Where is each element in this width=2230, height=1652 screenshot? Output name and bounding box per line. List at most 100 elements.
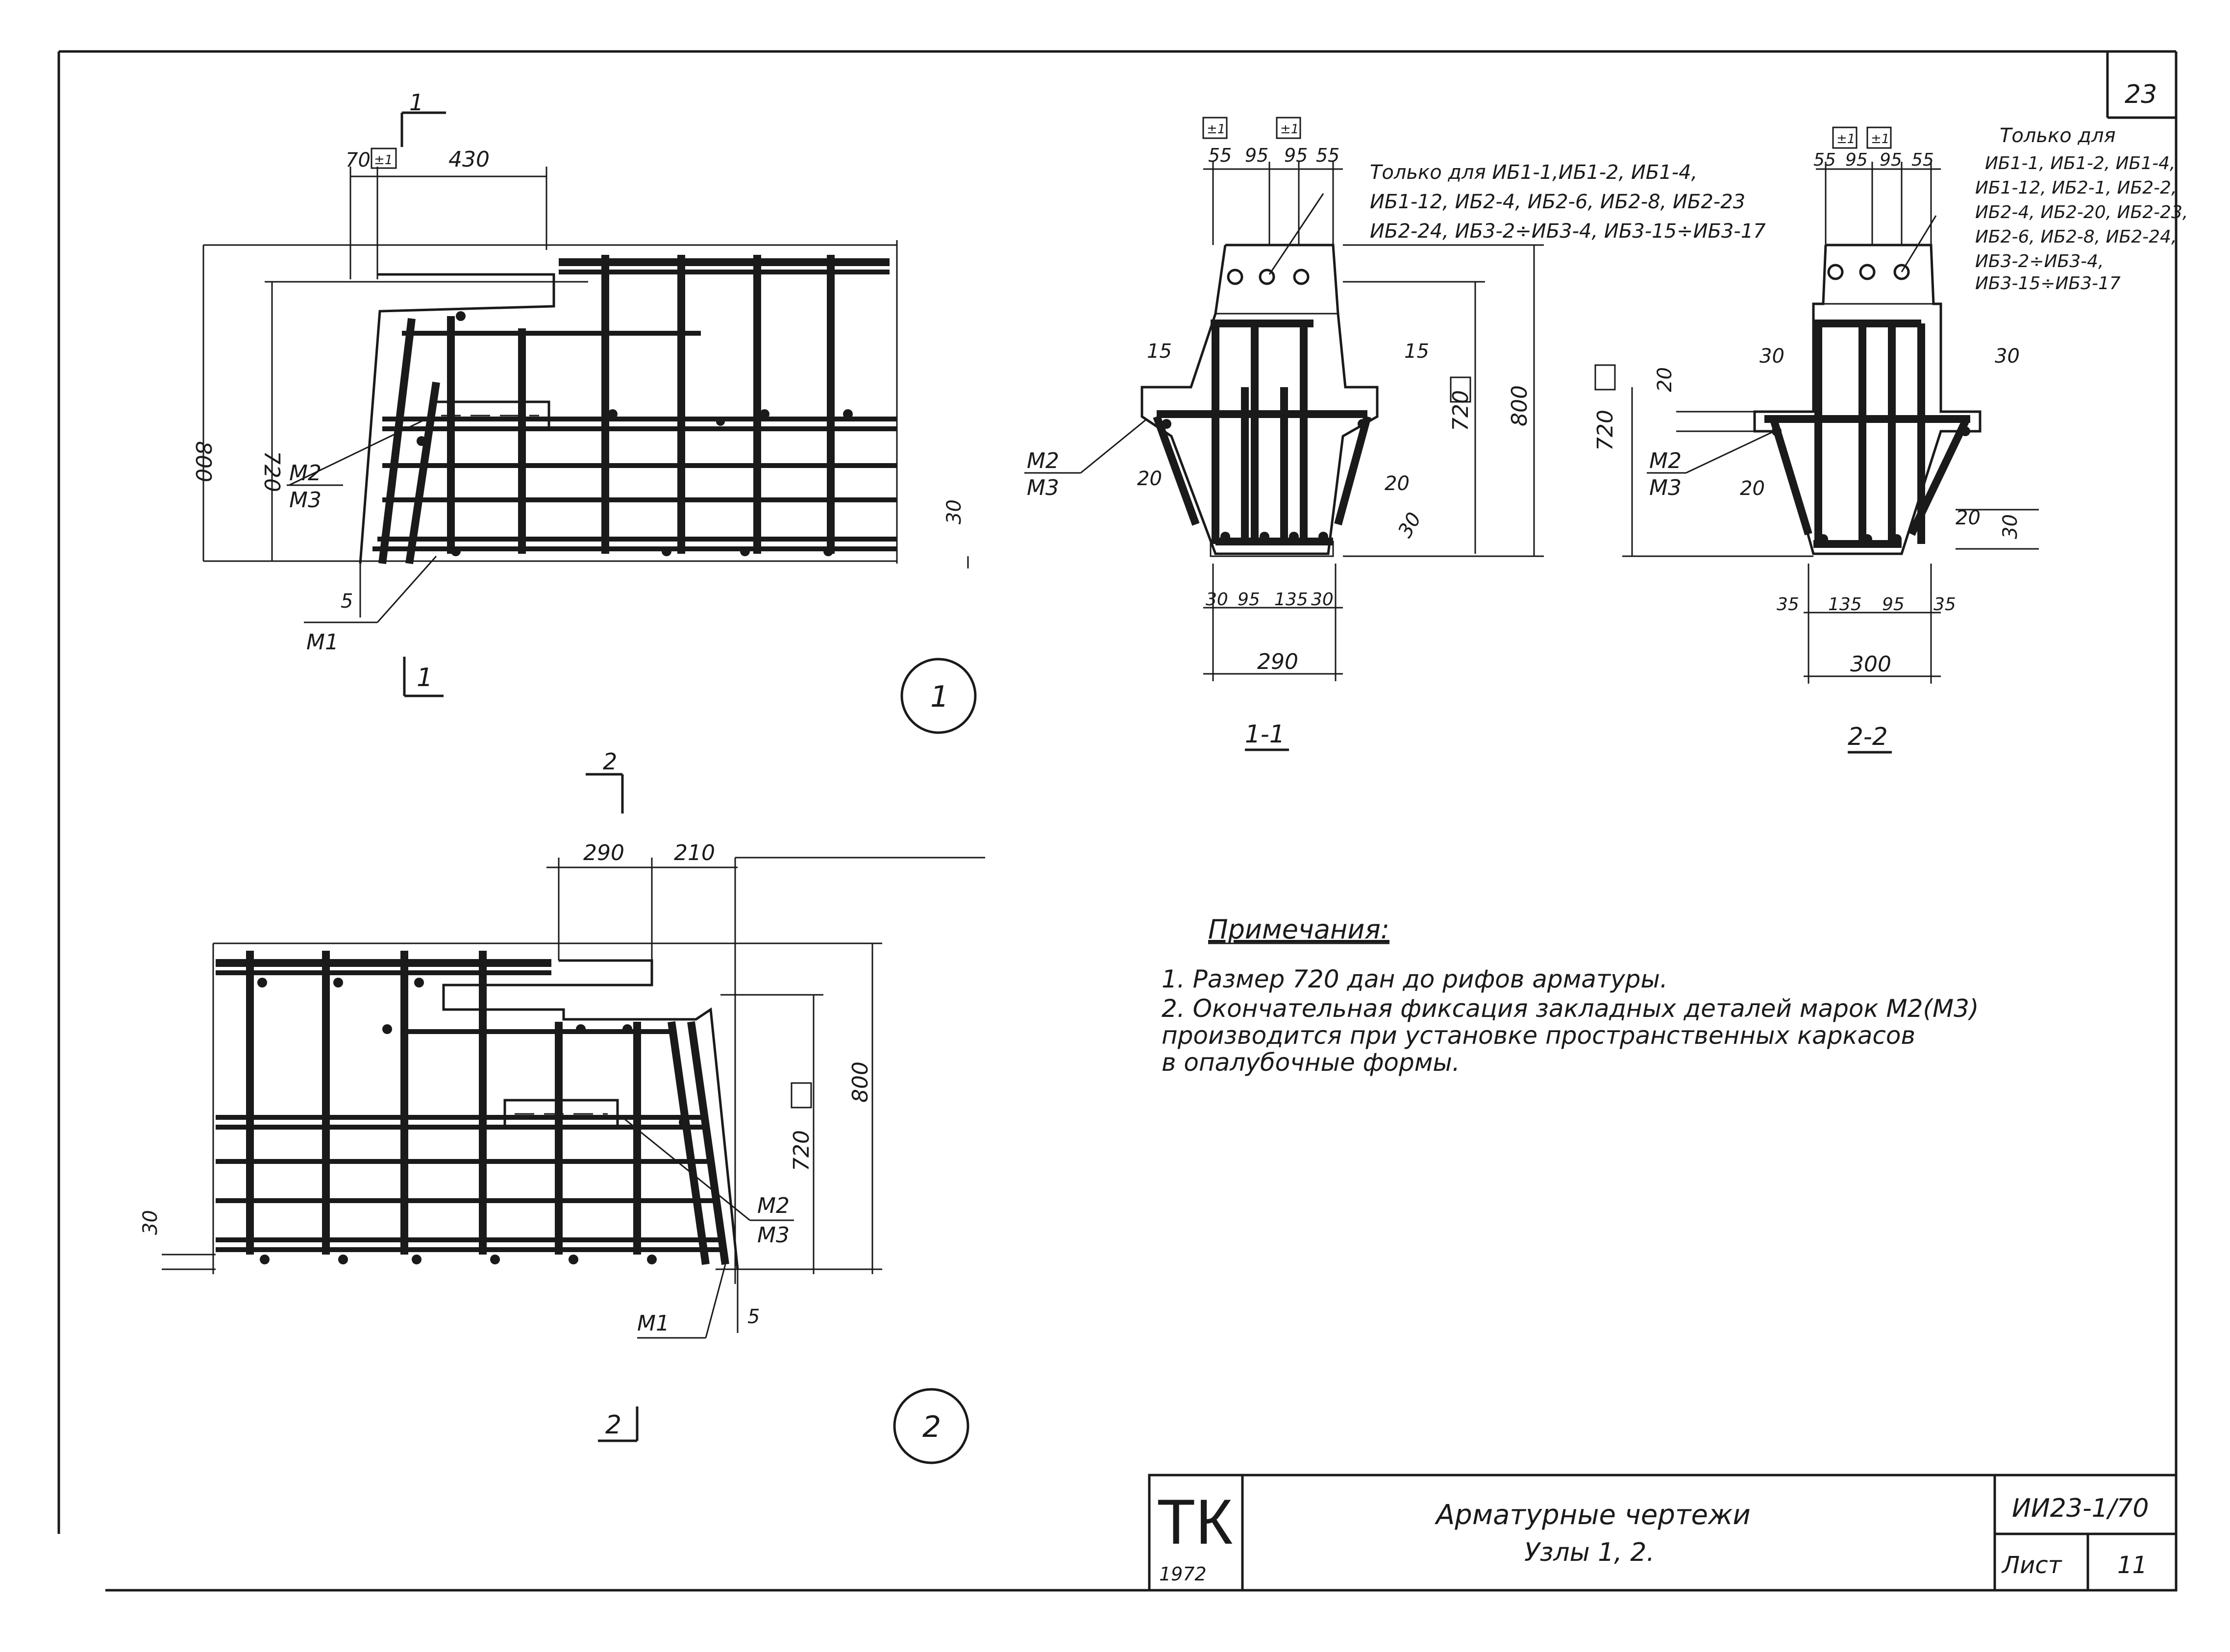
s11-tol-a: ±1 xyxy=(1207,122,1225,137)
s22-note-1: Только для xyxy=(2000,124,2116,147)
s22-bot-dim-4: 35 xyxy=(1933,594,1956,615)
title-line2: Узлы 1, 2. xyxy=(1524,1538,1655,1567)
title-sheet-label: Лист xyxy=(2001,1552,2063,1579)
node1-view xyxy=(202,111,969,697)
note-1: 1. Размер 720 дан до рифов арматуры. xyxy=(1162,965,1668,993)
s11-overall: 290 xyxy=(1257,649,1298,674)
node2-dim-5: 5 xyxy=(747,1306,760,1328)
s11-diag-left: 20 xyxy=(1137,468,1162,490)
s22-top-dim-3: 95 xyxy=(1880,150,1902,170)
sheet-number: 23 xyxy=(2125,80,2157,109)
s11-bot-dim-3: 135 xyxy=(1274,590,1308,610)
node2-dim-720: 720 xyxy=(789,1130,814,1171)
s11-note-2: ИБ1-12, ИБ2-4, ИБ2-6, ИБ2-8, ИБ2-23 xyxy=(1370,191,1745,213)
s11-top-dim-1: 55 xyxy=(1208,145,1232,166)
node2-view xyxy=(162,773,985,1442)
s11-side-left: 15 xyxy=(1147,340,1172,363)
node1-cut-top: 1 xyxy=(409,89,423,116)
section-2-2 xyxy=(1622,126,2039,754)
node2-marker xyxy=(893,1388,969,1464)
s11-h800: 800 xyxy=(1507,385,1532,426)
node1-dim-720: 720 xyxy=(259,451,284,492)
s22-title: 2-2 xyxy=(1848,722,1888,751)
s22-diag-left: 20 xyxy=(1740,477,1765,500)
node1-dim-430: 430 xyxy=(448,147,490,172)
s11-bot-dim-2: 95 xyxy=(1238,590,1260,610)
s22-note-2: ИБ1-1, ИБ1-2, ИБ1-4, xyxy=(1985,153,2176,173)
section-1-1 xyxy=(1024,117,1544,751)
s11-bot-dim-4: 30 xyxy=(1311,590,1334,610)
s11-note-3: ИБ2-24, ИБ3-2÷ИБ3-4, ИБ3-15÷ИБ3-17 xyxy=(1370,220,1766,243)
node2-cut-bottom: 2 xyxy=(605,1410,621,1440)
s22-label-m3: M3 xyxy=(1649,475,1682,500)
s22-overall: 300 xyxy=(1850,652,1891,677)
title-line1: Арматурные чертежи xyxy=(1435,1499,1751,1531)
node1-label-m2: M2 xyxy=(289,461,322,486)
node2-dim-290: 290 xyxy=(583,840,624,865)
node1-dim-30: 30 xyxy=(943,499,966,524)
s11-h720: 720 xyxy=(1448,390,1473,431)
title-block xyxy=(1148,1474,2178,1592)
s22-side-right: 30 xyxy=(1995,345,2020,368)
s22-note-5: ИБ2-6, ИБ2-8, ИБ2-24, xyxy=(1975,227,2177,247)
node1-label-m1: M1 xyxy=(306,630,339,655)
s11-note-1: Только для ИБ1-1,ИБ1-2, ИБ1-4, xyxy=(1370,161,1697,184)
node1-dim-70: 70 xyxy=(346,149,371,172)
node2-dim-30: 30 xyxy=(139,1210,162,1235)
note-3: производится при установке пространствен… xyxy=(1162,1021,1915,1050)
s22-bottom-right: 30 xyxy=(1999,514,2022,539)
s22-side-left: 30 xyxy=(1759,345,1784,368)
s22-left-20: 20 xyxy=(1654,367,1676,392)
node2-cut-top: 2 xyxy=(603,748,617,775)
s11-side-right: 15 xyxy=(1404,340,1429,363)
s11-bot-dim-1: 30 xyxy=(1206,590,1228,610)
node1-marker xyxy=(900,658,977,734)
s22-note-6: ИБ3-2÷ИБ3-4, xyxy=(1975,251,2104,271)
node1-cut-bottom: 1 xyxy=(417,663,433,692)
node1-dim-800: 800 xyxy=(191,441,216,482)
node2-label-m1: M1 xyxy=(637,1311,669,1336)
node2-label-m2: M2 xyxy=(757,1193,790,1218)
s11-tol-box-v xyxy=(1450,376,1471,403)
note-4: в опалубочные формы. xyxy=(1162,1048,1460,1077)
s11-top-dim-4: 55 xyxy=(1316,145,1339,166)
s22-diag-right: 20 xyxy=(1956,507,1981,529)
s11-bottom-right: 30 xyxy=(1394,509,1426,542)
node1-tol: ±1 xyxy=(374,153,393,168)
title-org: ТК xyxy=(1157,1486,1233,1557)
node2-label-m3: M3 xyxy=(757,1223,790,1248)
s22-bot-dim-1: 35 xyxy=(1777,594,1799,615)
node2-tol-box xyxy=(791,1082,812,1109)
node2-dim-210: 210 xyxy=(674,840,715,865)
s22-top-dim-4: 55 xyxy=(1911,150,1934,170)
node1-tol-box xyxy=(371,148,397,169)
s22-bot-dim-2: 135 xyxy=(1828,594,1862,615)
s11-title: 1-1 xyxy=(1245,720,1285,748)
node2-id: 2 xyxy=(922,1410,941,1444)
s11-top-dim-2: 95 xyxy=(1245,145,1268,166)
node1-id: 1 xyxy=(930,680,949,714)
node1-label-m3: M3 xyxy=(289,488,322,513)
title-doc-code: ИИ23-1/70 xyxy=(2012,1494,2149,1523)
s11-label-m3: M3 xyxy=(1027,475,1059,500)
title-sheet-value: 11 xyxy=(2117,1552,2147,1579)
s22-h720: 720 xyxy=(1593,410,1618,451)
s22-note-3: ИБ1-12, ИБ2-1, ИБ2-2, xyxy=(1975,178,2177,198)
title-year: 1972 xyxy=(1159,1563,1207,1585)
s22-tol-b: ±1 xyxy=(1871,132,1889,147)
s11-tol-b: ±1 xyxy=(1280,122,1299,137)
node2-dim-800: 800 xyxy=(848,1061,873,1103)
s22-label-m2: M2 xyxy=(1649,448,1682,473)
s22-tol-a: ±1 xyxy=(1836,132,1855,147)
note-2: 2. Окончательная фиксация закладных дета… xyxy=(1162,994,1979,1023)
notes-heading: Примечания: xyxy=(1208,914,1389,945)
s11-diag-right: 20 xyxy=(1385,472,1410,495)
s11-top-dim-3: 95 xyxy=(1284,145,1308,166)
node1-dim-5: 5 xyxy=(341,590,353,613)
s22-tol-box-v xyxy=(1594,364,1616,391)
s11-label-m2: M2 xyxy=(1027,448,1059,473)
s22-top-dim-2: 95 xyxy=(1845,150,1868,170)
s22-note-4: ИБ2-4, ИБ2-20, ИБ2-23, xyxy=(1975,202,2188,222)
s22-bot-dim-3: 95 xyxy=(1882,594,1905,615)
